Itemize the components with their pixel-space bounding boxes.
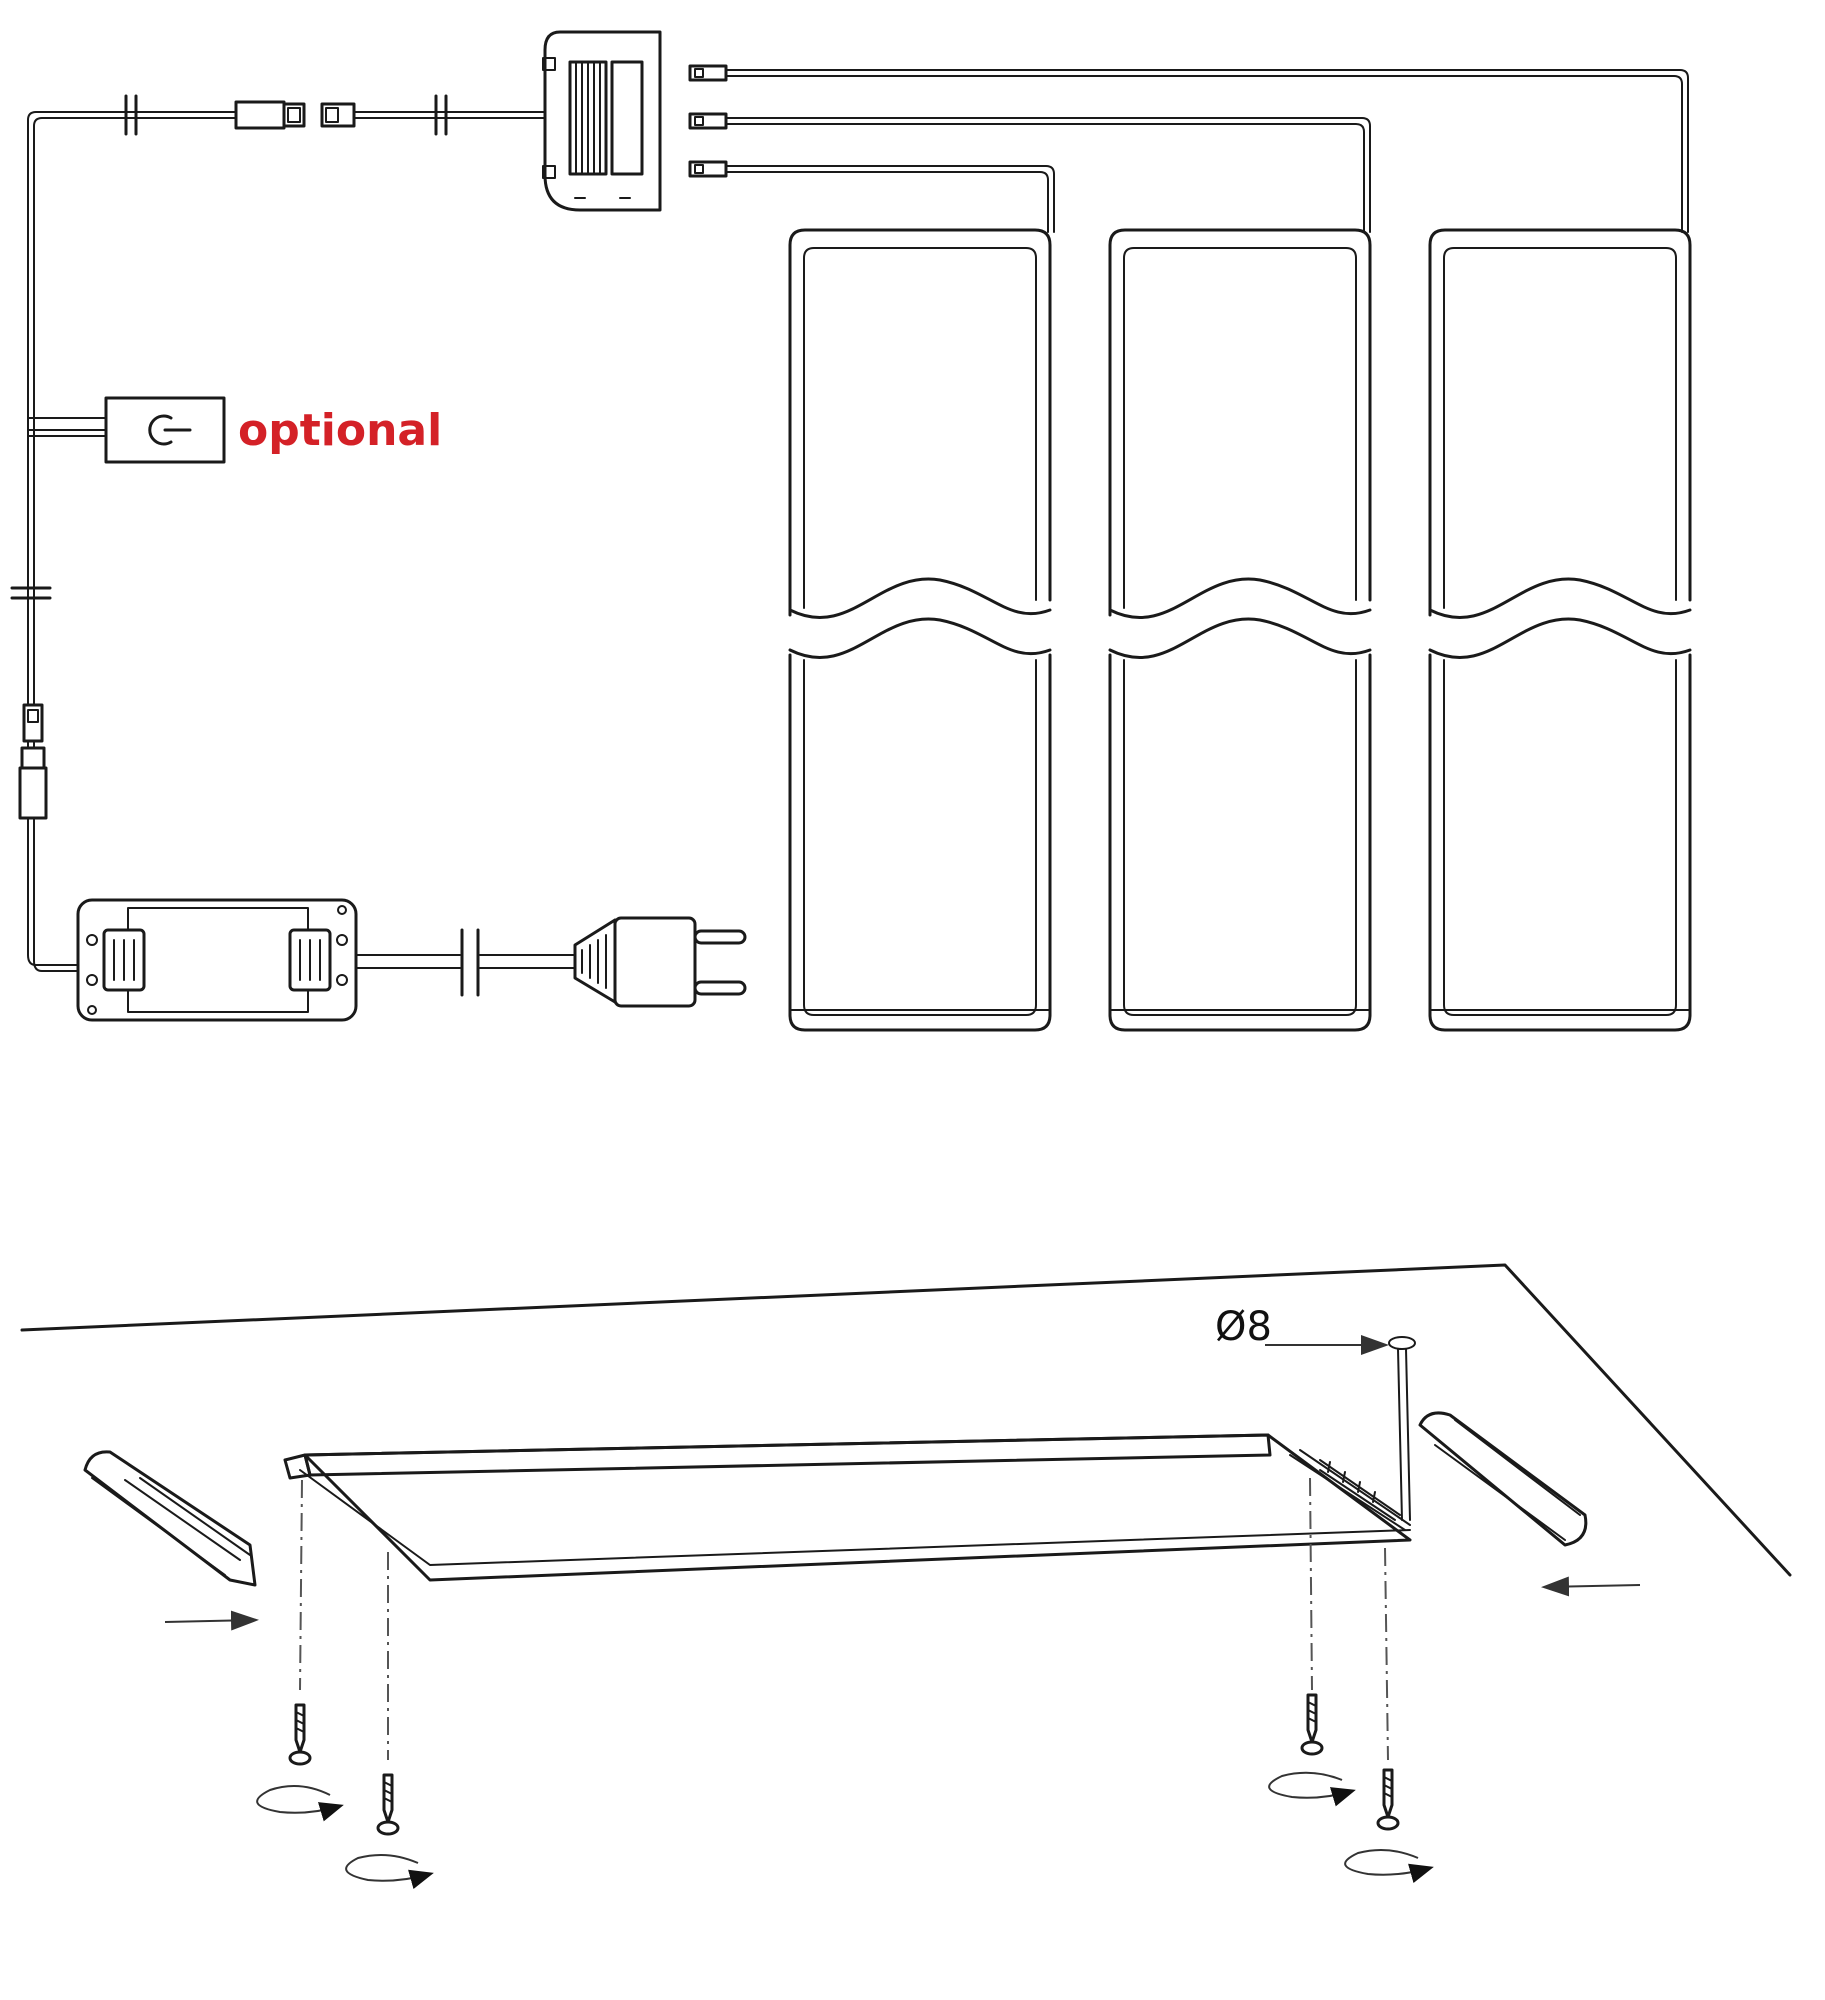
led-panel-2 <box>1108 228 1372 1032</box>
inline-connector-top <box>234 100 356 130</box>
switch-branch <box>27 417 107 437</box>
end-cap-right <box>1418 1411 1588 1547</box>
ceiling-outline <box>20 1263 1792 1577</box>
insert-arrow-left <box>164 1610 259 1631</box>
inline-connector-vertical <box>18 703 48 820</box>
led-panel-1 <box>788 228 1052 1032</box>
output-connectors <box>688 64 728 178</box>
output-cables <box>725 69 1689 233</box>
power-icon <box>148 414 192 446</box>
main-cable <box>10 94 546 972</box>
mains-cable <box>355 928 576 997</box>
optional-label: optional <box>238 405 442 456</box>
power-driver <box>76 898 358 1022</box>
distributor-vents <box>575 61 601 175</box>
distributor-box <box>542 30 662 212</box>
drill-hole <box>1388 1336 1416 1350</box>
mounting-panel <box>283 1433 1412 1582</box>
screw-1 <box>256 1703 344 1822</box>
screw-3 <box>1268 1693 1356 1807</box>
screw-4 <box>1344 1768 1434 1884</box>
end-cap-left <box>83 1450 257 1587</box>
wiring-diagram: optional <box>10 30 1692 1032</box>
insert-arrow-right <box>1541 1576 1641 1597</box>
led-panel-3 <box>1428 228 1692 1032</box>
panel-connector-strip <box>1319 1459 1401 1521</box>
plug-icon <box>573 916 747 1008</box>
screw-2 <box>345 1773 434 1890</box>
optional-switch <box>104 396 226 464</box>
hole-diameter-label: Ø8 <box>1215 1304 1272 1350</box>
mounting-diagram: Ø8 <box>20 1263 1792 1890</box>
